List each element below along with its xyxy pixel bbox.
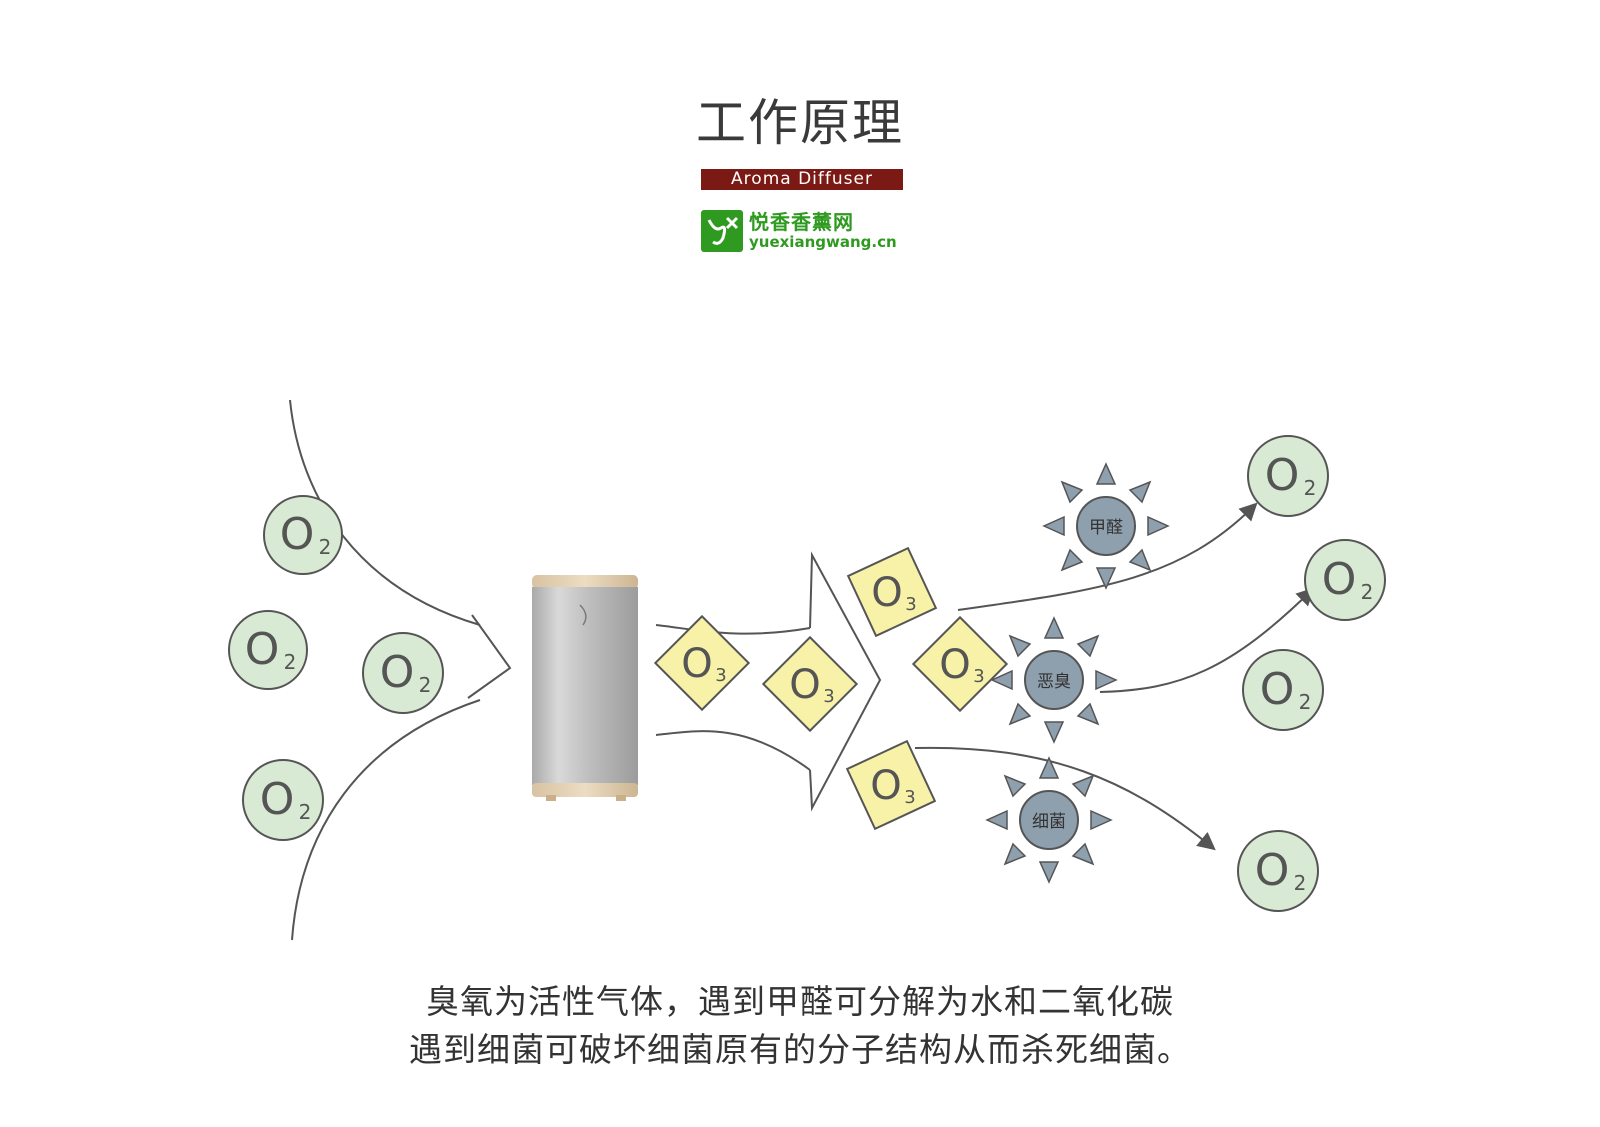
- caption-line-1: 臭氧为活性气体，遇到甲醛可分解为水和二氧化碳: [426, 982, 1174, 1021]
- svg-text:3: 3: [715, 665, 726, 686]
- svg-text:2: 2: [319, 535, 332, 559]
- bacteria-label: 细菌: [1032, 812, 1066, 832]
- o2-molecule: O 2: [1304, 539, 1386, 621]
- o3-molecule: O 3: [911, 615, 1009, 713]
- svg-text:O: O: [245, 624, 280, 675]
- caption-line-2: 遇到细菌可破坏细菌原有的分子结构从而杀死细菌。: [409, 1030, 1191, 1069]
- formaldehyde-sun-icon: 甲醛: [1042, 462, 1170, 590]
- svg-text:O: O: [870, 763, 901, 809]
- o2-molecule: O 2: [228, 610, 308, 690]
- output-flows: [914, 502, 1315, 851]
- description-caption: 臭氧为活性气体，遇到甲醛可分解为水和二氧化碳 遇到细菌可破坏细菌原有的分子结构从…: [0, 978, 1600, 1074]
- o3-molecule: O 3: [846, 546, 938, 638]
- o2-molecule: O 2: [1242, 649, 1324, 731]
- intake-arrow: [289, 399, 512, 941]
- o3-molecule: O 3: [653, 614, 751, 712]
- svg-text:O: O: [1255, 845, 1290, 896]
- aroma-device: [532, 575, 638, 801]
- svg-text:2: 2: [1294, 871, 1307, 895]
- svg-text:O: O: [871, 570, 902, 616]
- svg-text:O: O: [280, 509, 315, 560]
- o3-molecule: O 3: [761, 635, 859, 733]
- o2-molecule: O 2: [242, 759, 324, 841]
- svg-text:3: 3: [973, 666, 984, 687]
- svg-text:3: 3: [905, 594, 916, 615]
- svg-text:2: 2: [1304, 476, 1317, 500]
- o3-molecule: O 3: [845, 739, 937, 831]
- odor-sun-icon: 恶臭: [990, 616, 1118, 744]
- device-logo-icon: [579, 604, 587, 626]
- svg-text:O: O: [1265, 450, 1300, 501]
- subtitle-banner: Aroma Diffuser: [701, 169, 903, 190]
- svg-text:2: 2: [299, 800, 312, 824]
- output-arrow: [655, 551, 882, 812]
- svg-text:2: 2: [1361, 580, 1374, 604]
- logo-name: 悦香香薰网: [749, 210, 854, 234]
- o2-molecule: O 2: [1237, 830, 1319, 912]
- o2-molecule: O 2: [1247, 435, 1329, 517]
- o2-molecule: O 2: [362, 632, 444, 714]
- svg-text:O: O: [681, 641, 712, 687]
- svg-text:O: O: [380, 647, 415, 698]
- svg-text:2: 2: [284, 650, 297, 674]
- svg-text:3: 3: [823, 686, 834, 707]
- odor-label: 恶臭: [1037, 672, 1071, 692]
- svg-text:2: 2: [1299, 690, 1312, 714]
- svg-text:O: O: [1260, 664, 1295, 715]
- svg-text:O: O: [260, 774, 295, 825]
- svg-text:3: 3: [904, 787, 915, 808]
- svg-text:O: O: [1322, 554, 1357, 605]
- o2-molecule: O 2: [263, 495, 343, 575]
- logo-url: yuexiangwang.cn: [749, 233, 897, 251]
- svg-text:O: O: [789, 662, 820, 708]
- bacteria-sun-icon: 细菌: [985, 756, 1113, 884]
- page-title: 工作原理: [696, 94, 904, 152]
- brand-logo: 悦香香薰网 yuexiangwang.cn: [701, 210, 897, 252]
- svg-text:O: O: [939, 642, 970, 688]
- logo-icon: [701, 210, 743, 252]
- svg-text:2: 2: [419, 673, 432, 697]
- formaldehyde-label: 甲醛: [1089, 518, 1123, 538]
